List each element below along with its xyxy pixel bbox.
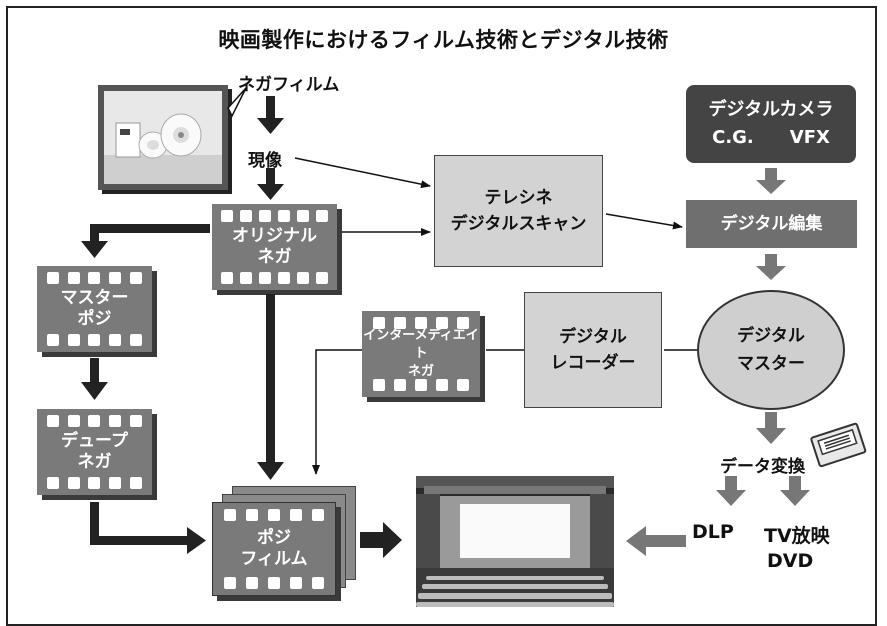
line-genzo-to-telecine xyxy=(294,157,431,189)
digital-master-label-1: デジタル xyxy=(737,326,805,346)
posi-film: ポジフィルム xyxy=(212,502,336,596)
film-reels-photo xyxy=(98,85,228,190)
arrow-master-to-conversion xyxy=(756,412,786,444)
arrow-genzo-to-original xyxy=(257,168,284,200)
telecine-label-1: テレシネ xyxy=(484,188,553,208)
master-label-2: ポジ xyxy=(77,309,112,329)
vhs-tape-icon xyxy=(810,422,867,468)
thin-lines xyxy=(294,157,697,475)
master-posi-film: マスターポジ xyxy=(37,266,152,352)
photo-callout xyxy=(227,87,247,118)
digital-master-ellipse: デジタル マスター xyxy=(697,290,845,410)
diagram-title: 映画製作におけるフィルム技術とデジタル技術 xyxy=(218,28,669,52)
dupe-label-2: ネガ xyxy=(77,452,112,472)
dupe-label-1: デュープ xyxy=(61,431,128,451)
recorder-label-2: レコーダー xyxy=(550,353,636,373)
cinema-theater-image xyxy=(416,476,614,607)
digital-recorder-box: デジタル レコーダー xyxy=(524,292,662,408)
dlp-label: DLP xyxy=(692,521,734,543)
line-inter-to-posi xyxy=(312,349,362,475)
arrow-dupe-to-posi xyxy=(90,502,206,554)
diagram-arrows xyxy=(81,87,810,558)
dupe-nega-film: デュープネガ xyxy=(37,409,152,495)
film-reels-image xyxy=(104,91,222,184)
arrow-conversion-to-tv xyxy=(780,476,810,506)
original-nega-film: オリジナルネガ xyxy=(212,204,337,290)
arrow-original-to-master xyxy=(81,224,210,258)
arrow-dlp-to-cinema xyxy=(626,526,686,556)
nega-film-label: ネガフィルム xyxy=(238,75,340,95)
arrow-original-to-posi xyxy=(257,294,284,480)
arrow-posi-to-cinema xyxy=(360,522,402,558)
line-telecine-to-edit xyxy=(605,213,683,230)
camera-label-2: C.G. VFX xyxy=(712,127,830,148)
telecine-label-2: デジタルスキャン xyxy=(450,214,587,234)
arrow-conversion-to-dlp xyxy=(716,476,746,506)
digital-edit-box: デジタル編集 xyxy=(686,200,857,248)
original-label-1: オリジナル xyxy=(232,226,317,246)
posi-label-2: フィルム xyxy=(240,549,308,569)
arrow-negafilm-to-genzo xyxy=(257,96,284,134)
development-label: 現像 xyxy=(248,151,282,171)
data-conversion-label: データ変換 xyxy=(720,457,805,477)
digital-master-label-2: マスター xyxy=(737,354,805,374)
digital-camera-box: デジタルカメラ C.G. VFX xyxy=(686,85,856,163)
edit-label: デジタル編集 xyxy=(720,214,823,234)
thick-arrows xyxy=(81,96,402,558)
original-label-2: ネガ xyxy=(257,247,292,267)
dvd-label: DVD xyxy=(767,550,814,572)
inter-label-2: ネガ xyxy=(407,364,434,379)
telecine-box: テレシネ デジタルスキャン xyxy=(434,155,603,267)
camera-label-1: デジタルカメラ xyxy=(708,99,834,120)
recorder-label-1: デジタル xyxy=(559,327,627,347)
master-label-1: マスター xyxy=(60,288,129,308)
posi-label-1: ポジ xyxy=(257,528,291,548)
inter-label-1: インターメディエイト xyxy=(363,328,479,361)
arrow-edit-to-master xyxy=(756,254,786,280)
arrow-camera-to-edit xyxy=(756,168,786,194)
gray-arrows xyxy=(626,168,810,556)
arrow-master-to-dupe xyxy=(81,358,108,400)
tv-broadcast-label: TV放映 xyxy=(764,525,830,547)
intermediate-nega-film: インターメディエイトネガ xyxy=(362,311,480,397)
